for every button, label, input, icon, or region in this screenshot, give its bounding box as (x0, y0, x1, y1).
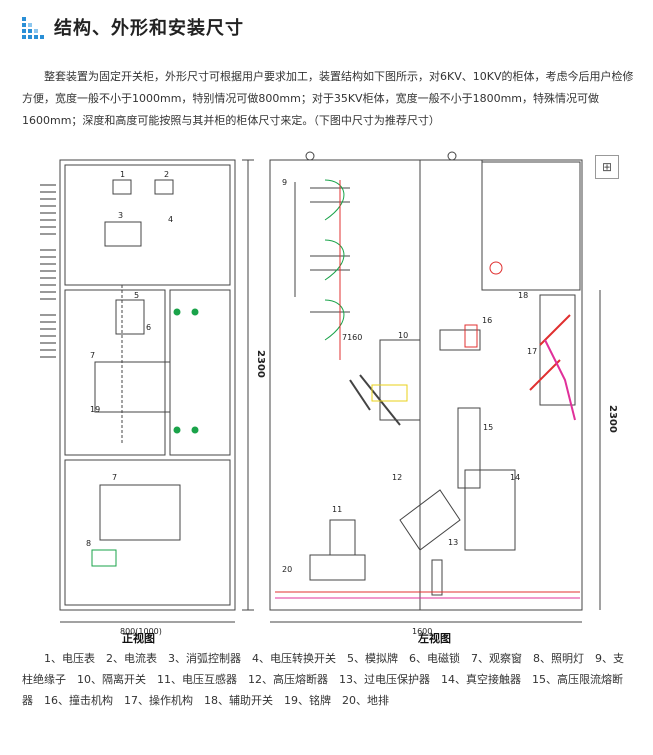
isolating-switch (379, 339, 421, 421)
label-2: 2 (164, 170, 169, 179)
label-19: 19 (90, 405, 100, 414)
section-heading: 结构、外形和安装尺寸 (22, 10, 244, 44)
label-9: 9 (282, 178, 287, 187)
front-viewing-window-2 (99, 484, 181, 541)
label-17: 17 (527, 347, 537, 356)
page-title: 结构、外形和安装尺寸 (54, 18, 244, 39)
front-view-caption: 正视图 (122, 632, 155, 645)
label-20: 20 (282, 565, 292, 574)
label-14: 14 (510, 473, 520, 482)
current-limiting-fuse (457, 407, 481, 489)
side-width-dimension: 1600 (412, 627, 432, 636)
front-lower-panel (64, 459, 231, 606)
overvoltage-protector (431, 559, 443, 596)
voltage-transformer (329, 519, 356, 556)
label-8: 8 (86, 539, 91, 548)
label-4: 4 (168, 215, 173, 224)
label-7: 7 (90, 351, 95, 360)
side-view-caption: 左视图 (418, 632, 451, 645)
label-5: 5 (134, 291, 139, 300)
parts-legend: 1、电压表 2、电流表 3、消弧控制器 4、电压转换开关 5、模拟牌 6、电磁锁… (22, 652, 624, 707)
label-15: 15 (483, 423, 493, 432)
intro-paragraph: 整套装置为固定开关柜，外形尺寸可根据用户要求加工，装置结构如下图所示，对6KV、… (22, 70, 634, 127)
lighting-lamp (91, 549, 117, 567)
label-18: 18 (518, 291, 528, 300)
cabinet-drawing: 1 2 3 4 5 6 7 19 7 8 9 10 16 18 17 15 12… (40, 151, 618, 636)
label-16: 16 (482, 316, 492, 325)
label-6: 6 (146, 323, 151, 332)
title-bar-icon (22, 15, 46, 39)
label-1: 1 (120, 170, 125, 179)
label-10: 10 (398, 331, 408, 340)
label-12: 12 (392, 473, 402, 482)
front-viewing-window-1 (94, 361, 171, 413)
side-height-dimension: 2300 (607, 405, 618, 433)
front-height-dimension: 2300 (255, 350, 266, 378)
label-13: 13 (448, 538, 458, 547)
front-cabinet-frame (59, 159, 236, 611)
expand-icon[interactable]: ⊞ (595, 155, 619, 179)
label-3: 3 (118, 211, 123, 220)
angle-dimension: 7160 (342, 333, 362, 342)
front-width-dimension: 800(1000) (120, 627, 162, 636)
high-voltage-fuse (399, 489, 461, 551)
side-cabinet-frame (269, 159, 583, 611)
label-11: 11 (332, 505, 342, 514)
front-middle-left-panel (64, 289, 166, 456)
label-7b: 7 (112, 473, 117, 482)
front-upper-panel (64, 164, 231, 286)
